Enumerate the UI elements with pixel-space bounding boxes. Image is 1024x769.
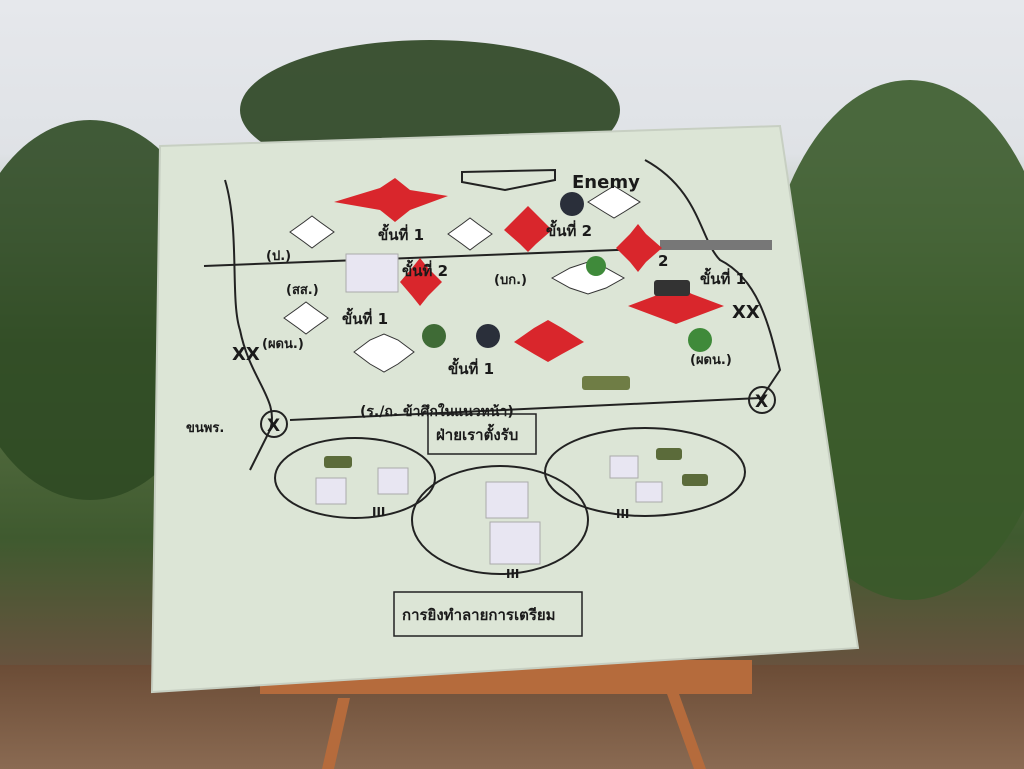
tank-icon-1 xyxy=(324,456,352,468)
white-burst-3 xyxy=(587,185,641,219)
sticker-soldiers-2 xyxy=(377,467,409,495)
red-burst-4 xyxy=(400,258,442,306)
soldier-icon-center xyxy=(422,324,446,348)
defense-box xyxy=(427,413,537,455)
phase-2-right-label: 2 xyxy=(658,252,668,270)
soldier-icon-top xyxy=(586,256,606,276)
tank-icon-4 xyxy=(582,376,630,390)
enemy-soldiers-icon xyxy=(560,192,584,216)
p-label: (ป.) xyxy=(266,249,291,264)
position-circle-left xyxy=(274,437,436,519)
sticker-soldiers-4 xyxy=(489,521,541,565)
phase-1-right-label: ขั้นที่ 1 xyxy=(700,267,746,288)
x-right-label: X xyxy=(755,392,768,412)
sticker-soldiers-3 xyxy=(485,481,529,519)
iii-right-label: III xyxy=(616,507,629,521)
phase-1-center-label: ขั้นที่ 1 xyxy=(448,357,494,378)
unit-left-label: ขนพร. xyxy=(186,421,224,436)
red-burst-5 xyxy=(628,286,724,324)
phase-1-left-label: ขั้นที่ 1 xyxy=(342,307,388,328)
white-burst-5 xyxy=(353,333,415,373)
easel-leg-right xyxy=(662,680,706,769)
bk-label: (บก.) xyxy=(494,273,527,288)
front-line-bottom xyxy=(289,397,761,421)
phase-2-mid-left-label: ขั้นที่ 2 xyxy=(402,259,448,280)
unit-marker-left xyxy=(260,410,288,438)
unit-marker-right xyxy=(748,386,776,414)
phase-1-top-label: ขั้นที่ 1 xyxy=(378,223,424,244)
tank-icon-2 xyxy=(656,448,682,460)
white-burst-1 xyxy=(289,215,335,249)
sticker-soldiers-6 xyxy=(635,481,663,503)
easel-leg-left xyxy=(322,698,350,769)
red-burst-6 xyxy=(514,320,584,362)
position-circle-center xyxy=(411,465,589,575)
xx-left-label: XX xyxy=(232,344,260,365)
road-bar xyxy=(660,240,772,250)
enemy-soldier-icon-mid xyxy=(476,324,500,348)
x-left-label: X xyxy=(267,416,280,436)
sticker-soldiers-1 xyxy=(315,477,347,505)
position-circle-right xyxy=(544,427,746,517)
white-burst-4 xyxy=(283,301,329,335)
sticker-soldiers-5 xyxy=(609,455,639,479)
advance-arrow xyxy=(461,168,556,192)
enemy-vehicle-icon xyxy=(654,280,690,296)
phase-2-top-label: ขั้นที่ 2 xyxy=(546,219,592,240)
white-burst-2 xyxy=(447,217,493,251)
red-burst-3 xyxy=(616,224,662,272)
soldier-icon-right xyxy=(688,328,712,352)
ss-label: (สส.) xyxy=(286,283,319,298)
enemy-label: Enemy xyxy=(572,172,640,193)
pdtn-left-label: (ผดน.) xyxy=(262,337,304,352)
bottom-box xyxy=(393,591,583,637)
defense-box-label: ฝ่ายเราตั้งรับ xyxy=(436,423,518,444)
bottom-box-label: การยิงทำลายการเตรียม xyxy=(402,606,556,624)
pdtn-right-label: (ผดน.) xyxy=(690,353,732,368)
xx-right-label: XX xyxy=(732,302,760,323)
iii-center-label: III xyxy=(506,567,519,581)
red-burst-1 xyxy=(334,178,448,222)
sticker-vehicles xyxy=(345,253,399,293)
boundary-left xyxy=(224,179,273,471)
tank-icon-3 xyxy=(682,474,708,486)
boundary-right xyxy=(644,159,782,401)
iii-left-label: III xyxy=(372,505,385,519)
white-burst-6 xyxy=(550,261,626,295)
red-burst-2 xyxy=(504,206,552,252)
front-line-label: (ร./ถ. ข้าศึกในแนวหน้า) xyxy=(360,402,514,420)
